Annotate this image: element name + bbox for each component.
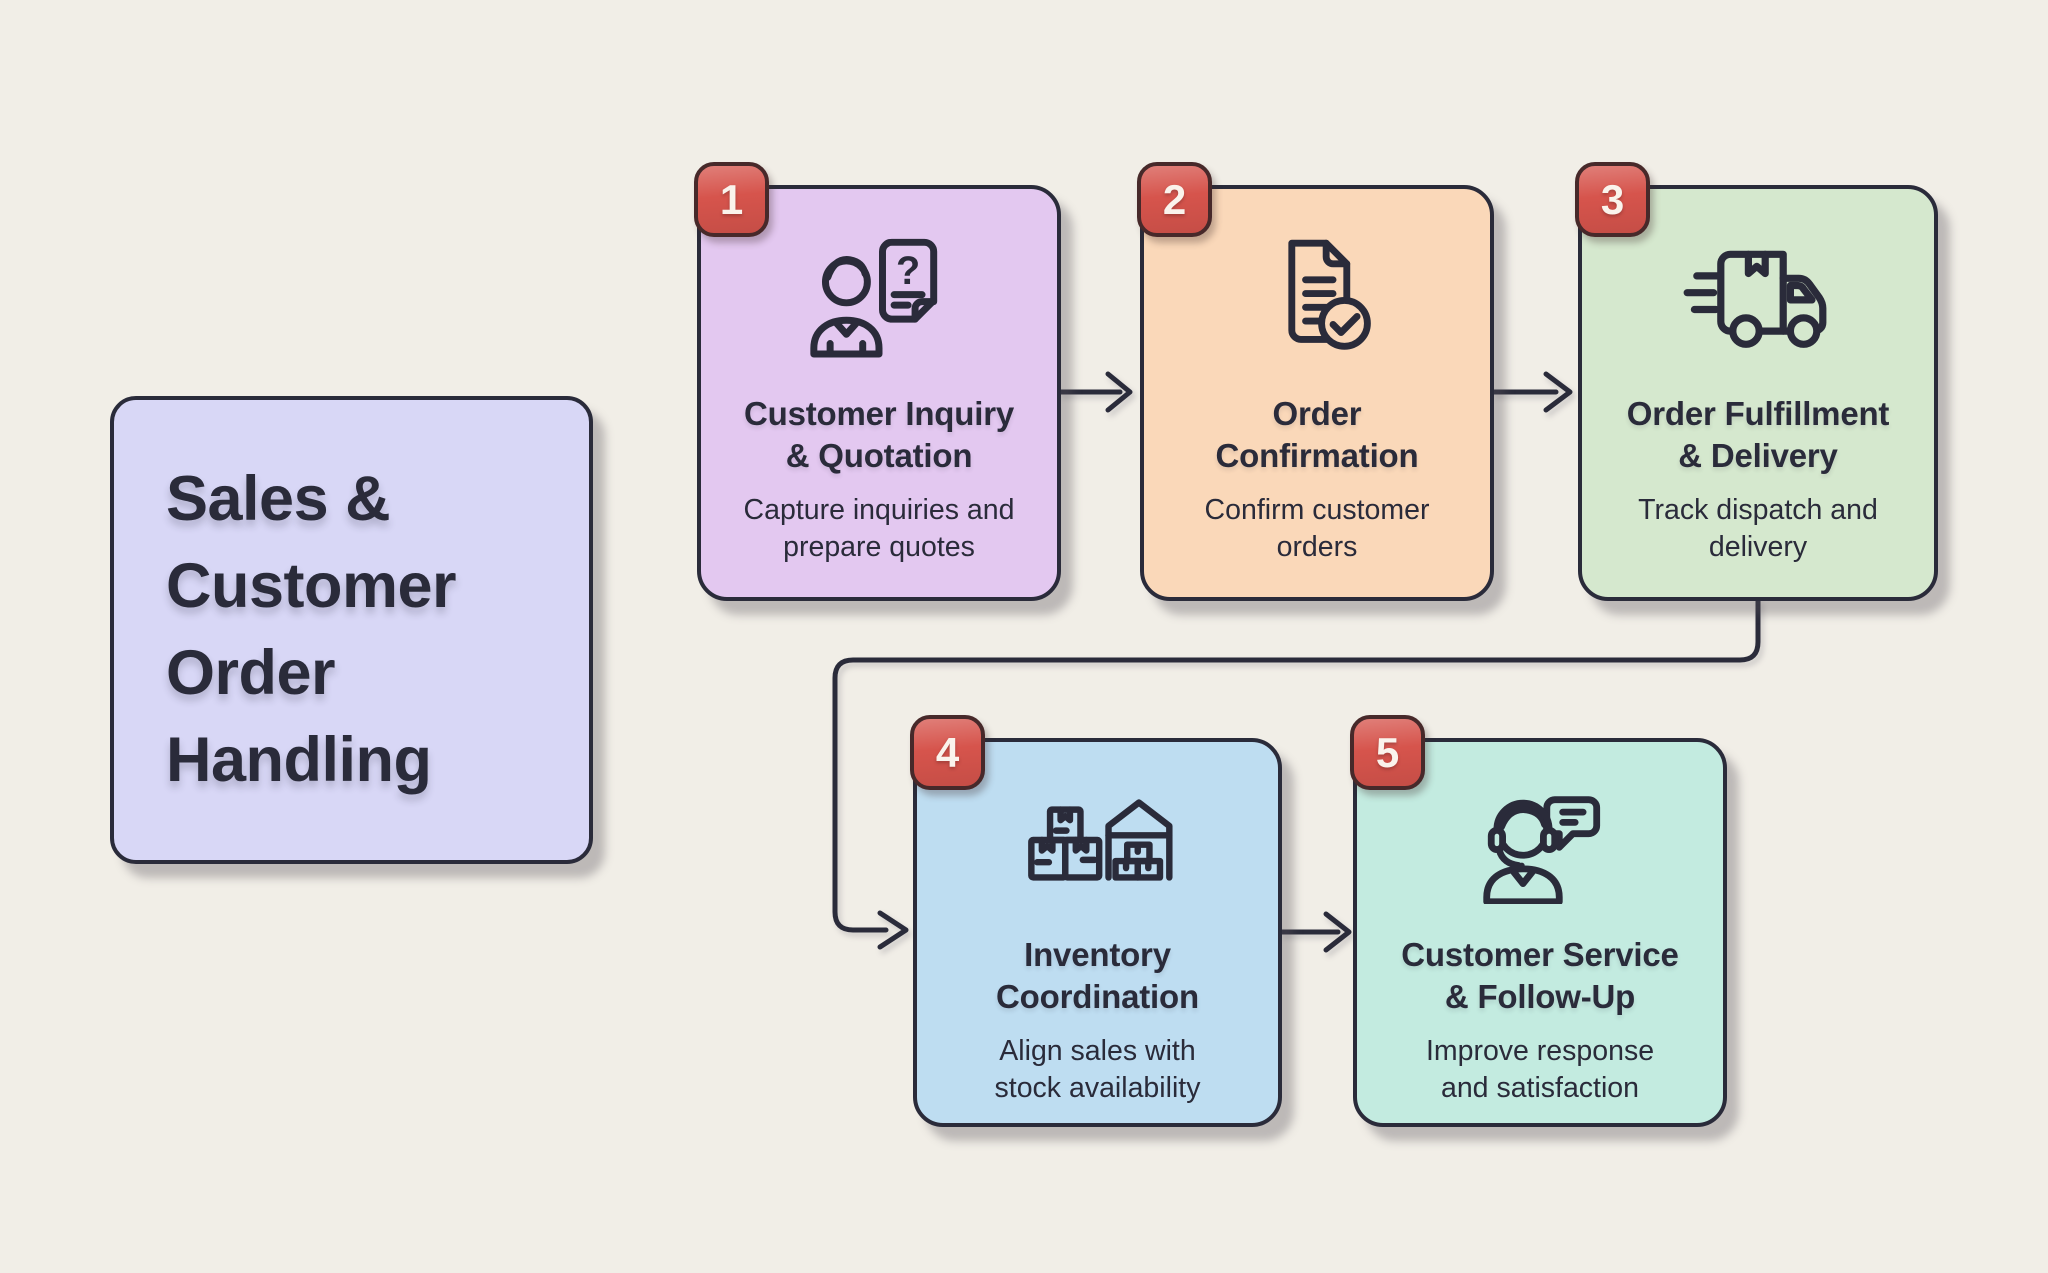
person-inquiry-document-icon: ? — [799, 231, 959, 363]
step-description: Capture inquiries and prepare quotes — [743, 493, 1015, 564]
step-description: Improve response and satisfaction — [1425, 1034, 1655, 1105]
arrowhead-step4-to-step5 — [1323, 911, 1352, 953]
step-number: 4 — [935, 728, 960, 776]
document-check-icon — [1248, 231, 1386, 363]
step-number: 3 — [1600, 175, 1625, 223]
step-number: 1 — [719, 175, 744, 223]
step-description: Track dispatch and delivery — [1638, 493, 1878, 564]
question-mark-glyph: ? — [896, 249, 920, 293]
step-description: Align sales with stock availability — [994, 1034, 1201, 1105]
step-title: Customer Inquiry & Quotation — [743, 395, 1014, 474]
warehouse-boxes-icon — [1022, 776, 1174, 904]
step-number: 5 — [1375, 728, 1400, 776]
step-card-1: 1 ? Customer Inquiry & Quotation Capture… — [694, 162, 1061, 601]
step-number-badge: 2 — [1137, 162, 1212, 237]
step-title: Order Confirmation — [1215, 395, 1419, 474]
step-number-badge: 3 — [1575, 162, 1650, 237]
step-title: Inventory Coordination — [996, 936, 1199, 1015]
arrowhead-step3-to-step4 — [877, 910, 909, 950]
step-title: Customer Service & Follow-Up — [1401, 936, 1679, 1015]
step-description: Confirm customer orders — [1204, 493, 1430, 564]
arrowhead-step2-to-step3 — [1543, 371, 1573, 413]
step-title: Order Fulfillment & Delivery — [1626, 395, 1890, 474]
support-agent-icon — [1466, 776, 1614, 904]
step-card-3: 3 Order Fulfillment & Delivery Track dis… — [1575, 162, 1938, 601]
delivery-truck-icon — [1680, 231, 1836, 363]
title-card: Sales & Customer Order Handling — [110, 396, 593, 864]
step-card-4: 4 Inventory Coordinatio — [910, 715, 1282, 1127]
page-title: Sales & Customer Order Handling — [166, 464, 457, 795]
step-number-badge: 1 — [694, 162, 769, 237]
step-number: 2 — [1162, 175, 1187, 223]
step-card-5: 5 Customer Service & Follow-Up Improve r… — [1350, 715, 1727, 1127]
step-card-2: 2 Order Confirmation Confirm customer or… — [1137, 162, 1494, 601]
arrowhead-step1-to-step2 — [1105, 371, 1133, 413]
step-number-badge: 4 — [910, 715, 985, 790]
step-number-badge: 5 — [1350, 715, 1425, 790]
